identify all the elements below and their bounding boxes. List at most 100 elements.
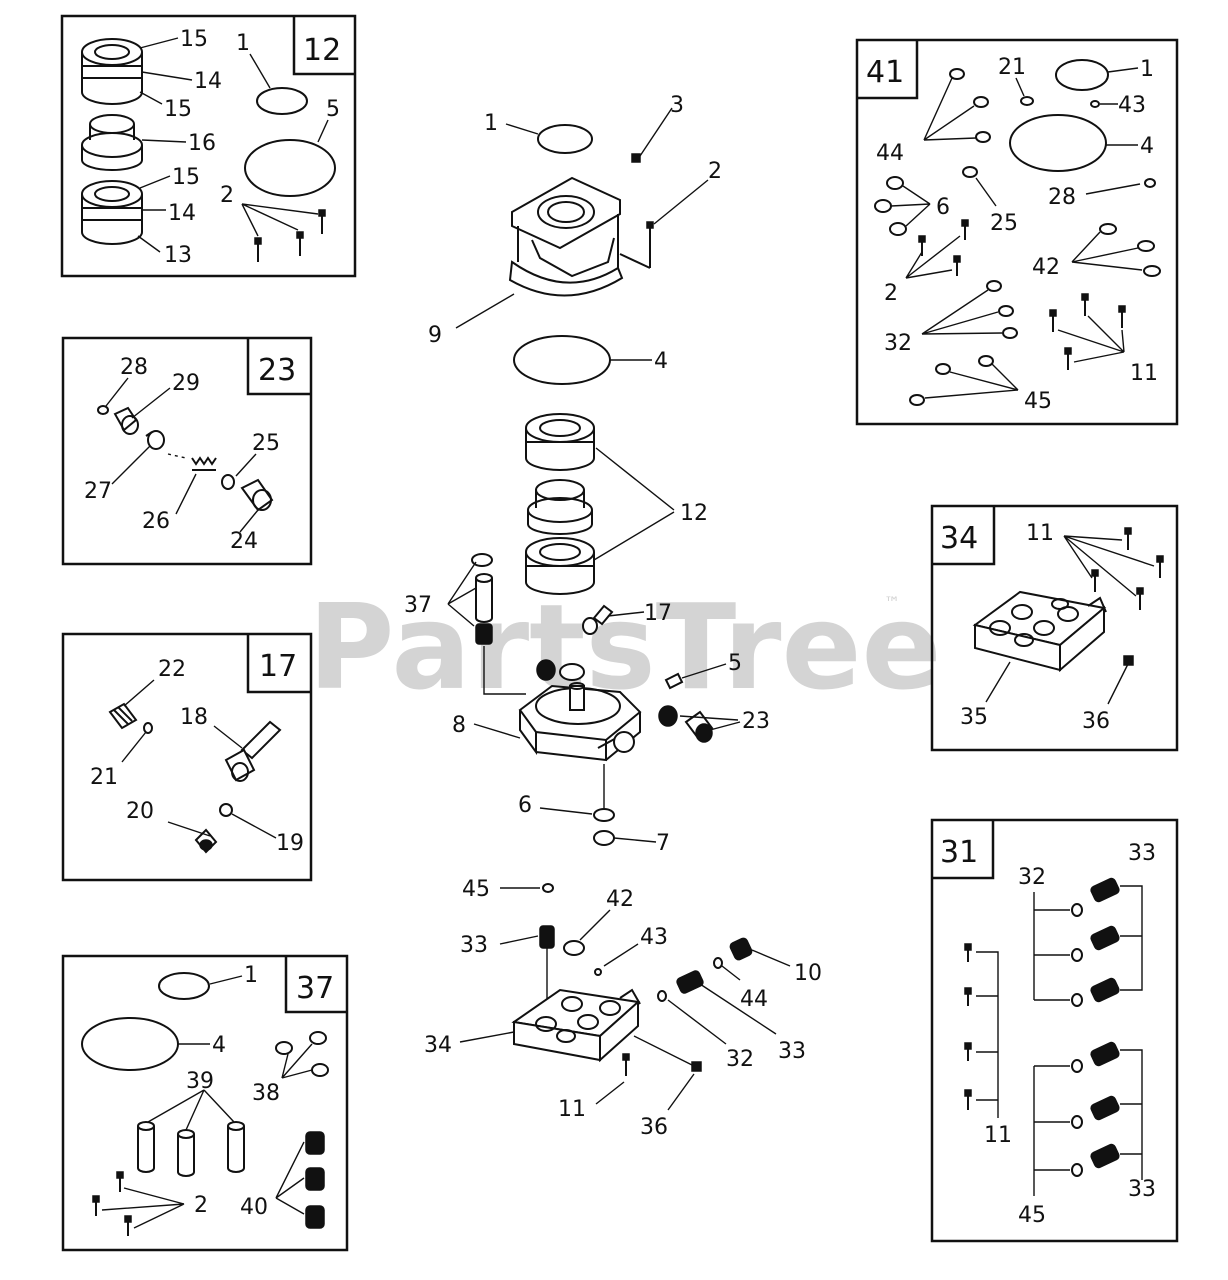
- callout-2: 2: [708, 159, 722, 184]
- center-assembly[interactable]: 1 3 2 9 4: [404, 93, 822, 1140]
- piston-icon: [475, 578, 493, 623]
- callout-37: 37: [404, 593, 432, 618]
- valve-icon: [539, 925, 555, 949]
- kit-box-34[interactable]: 34 11 35 36: [930, 504, 1179, 752]
- callout-33: 33: [778, 1039, 806, 1064]
- callout-24: 24: [230, 529, 258, 554]
- o-ring-icon: [256, 87, 308, 115]
- callout-43: 43: [640, 925, 668, 950]
- callout-32: 32: [884, 331, 912, 356]
- callout-18: 18: [180, 705, 208, 730]
- callout-42: 42: [606, 887, 634, 912]
- kit-box-17[interactable]: 17 22 18 21 20 19: [61, 632, 313, 882]
- bearing-icon: [525, 537, 595, 595]
- box-number-37: 37: [296, 971, 334, 1006]
- plug-icon: [691, 1061, 702, 1072]
- callout-39: 39: [186, 1069, 214, 1094]
- callout-17: 17: [644, 601, 672, 626]
- o-ring-icon: [909, 355, 994, 406]
- callout-5: 5: [728, 651, 742, 676]
- o-ring-icon: [513, 335, 611, 385]
- box-number-12: 12: [303, 33, 341, 68]
- kit-box-23[interactable]: 23 28 29 25 27 26 24: [61, 336, 313, 566]
- callout-32: 32: [726, 1047, 754, 1072]
- spring-icon: [305, 1131, 325, 1229]
- hose-barb-icon: [224, 720, 282, 782]
- o-ring-icon: [949, 59, 1156, 188]
- seal-icon: [471, 553, 493, 567]
- callout-35: 35: [960, 705, 988, 730]
- plug-icon: [664, 672, 684, 690]
- o-ring-icon: [158, 972, 210, 1000]
- callout-33: 33: [1128, 1177, 1156, 1202]
- callout-4: 4: [1140, 134, 1154, 159]
- seal-icon: [874, 176, 1161, 277]
- box-number-23: 23: [258, 353, 296, 388]
- bearing-icon: [81, 38, 143, 105]
- callout-22: 22: [158, 657, 186, 682]
- callout-4: 4: [654, 349, 668, 374]
- callout-21: 21: [90, 765, 118, 790]
- screw-group: [964, 943, 999, 1118]
- callout-11: 11: [984, 1123, 1012, 1148]
- callout-42: 42: [1032, 255, 1060, 280]
- pump-housing-icon: [508, 176, 651, 297]
- callout-13: 13: [164, 243, 192, 268]
- callout-16: 16: [188, 131, 216, 156]
- callout-3: 3: [670, 93, 684, 118]
- watermark-trademark: ™: [884, 593, 900, 612]
- callout-36: 36: [1082, 709, 1110, 734]
- callout-2: 2: [884, 281, 898, 306]
- o-ring-icon: [542, 883, 554, 893]
- o-ring-icon: [81, 1017, 179, 1071]
- box-number-31: 31: [940, 835, 978, 870]
- valve-group-upper: [1033, 877, 1143, 1007]
- callout-7: 7: [656, 831, 670, 856]
- callout-10: 10: [794, 961, 822, 986]
- callout-26: 26: [142, 509, 170, 534]
- box-number-17: 17: [259, 649, 297, 684]
- callout-11: 11: [1130, 361, 1158, 386]
- cap-icon: [194, 828, 218, 854]
- hose-barb-icon: [582, 604, 614, 635]
- o-ring-icon: [244, 139, 336, 197]
- kit-box-12[interactable]: 12 15 14 15 16 15 14 13: [60, 14, 357, 278]
- callout-11: 11: [558, 1097, 586, 1122]
- callout-2: 2: [220, 183, 234, 208]
- callout-5: 5: [326, 97, 340, 122]
- screw-icon: [92, 1171, 132, 1236]
- race-icon: [81, 114, 143, 171]
- kit-box-37[interactable]: 37 1 4 38 39 2: [61, 954, 349, 1252]
- callout-15: 15: [180, 27, 208, 52]
- callout-29: 29: [172, 371, 200, 396]
- callout-33: 33: [460, 933, 488, 958]
- kit-box-31[interactable]: 31 32 33 11: [930, 818, 1179, 1243]
- callout-27: 27: [84, 479, 112, 504]
- kit-box-41[interactable]: 41 44 21 1 43 4 6: [855, 38, 1179, 426]
- callout-1: 1: [484, 111, 498, 136]
- callout-14: 14: [168, 201, 196, 226]
- callout-33: 33: [1128, 841, 1156, 866]
- race-icon: [527, 479, 593, 535]
- o-ring-icon: [221, 474, 235, 490]
- callout-9: 9: [428, 323, 442, 348]
- callout-45: 45: [1018, 1203, 1046, 1228]
- fitting-icon: [108, 702, 138, 730]
- pump-head-icon: [518, 659, 714, 762]
- bearing-icon: [525, 413, 595, 471]
- callout-1: 1: [244, 963, 258, 988]
- o-ring-icon: [594, 968, 602, 976]
- bearing-icon: [81, 180, 143, 245]
- valve-icon: [113, 406, 165, 450]
- callout-28: 28: [120, 355, 148, 380]
- callout-6: 6: [518, 793, 532, 818]
- valve-icon: [676, 970, 704, 994]
- screw-icon: [1091, 527, 1164, 610]
- manifold-icon: [511, 988, 641, 1063]
- box-number-41: 41: [866, 55, 904, 90]
- callout-21: 21: [998, 55, 1026, 80]
- callout-15: 15: [164, 97, 192, 122]
- callout-1: 1: [236, 31, 250, 56]
- valve-group-lower: [1033, 1041, 1143, 1196]
